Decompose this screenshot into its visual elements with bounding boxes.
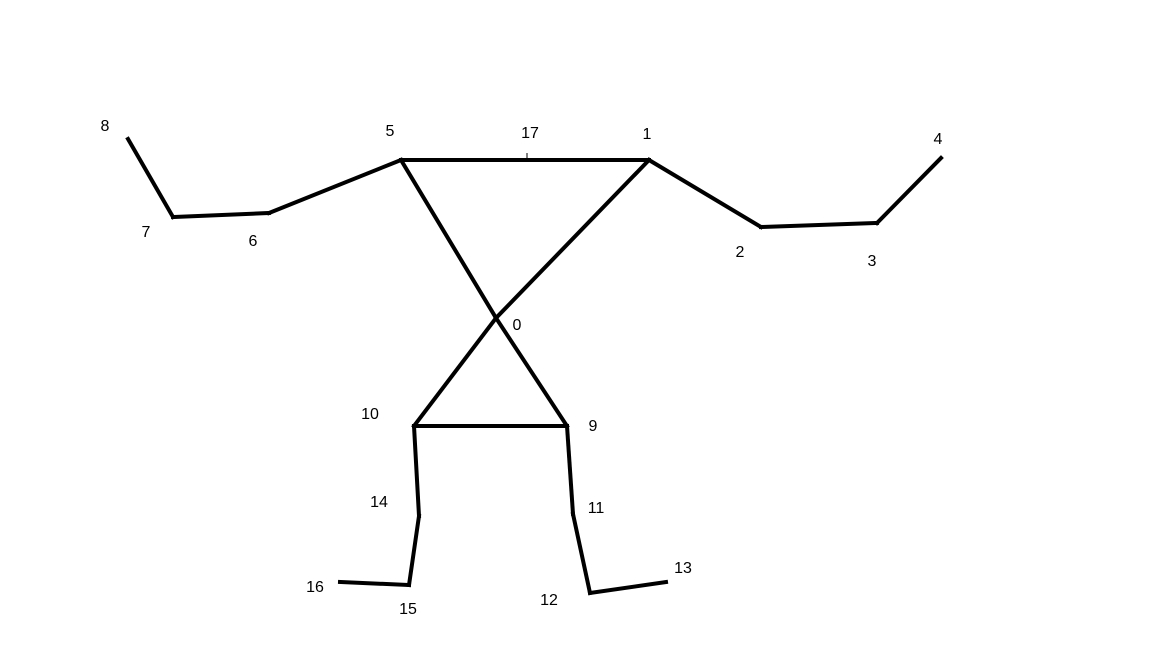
bone-0-9	[493, 315, 570, 429]
keypoint-label-11: 11	[588, 500, 605, 517]
keypoint-label-17: 17	[521, 125, 539, 142]
bone-0-10	[411, 315, 499, 429]
keypoint-label-13: 13	[674, 560, 692, 577]
keypoint-label-14: 14	[370, 494, 388, 511]
bone-1-0	[493, 157, 652, 321]
keypoint-label-1: 1	[643, 126, 652, 143]
keypoint-label-4: 4	[934, 131, 943, 148]
bone-15-16	[337, 579, 412, 588]
keypoint-label-16: 16	[306, 579, 324, 596]
bone-2-3	[758, 220, 880, 230]
keypoint-label-12: 12	[540, 592, 558, 609]
bone-6-7	[170, 210, 272, 220]
keypoint-label-7: 7	[142, 224, 151, 241]
keypoint-label-2: 2	[736, 244, 745, 261]
bone-10-14	[411, 423, 422, 519]
bone-1-2	[646, 157, 764, 230]
bone-5-6	[266, 157, 404, 216]
skeleton-bones	[125, 136, 944, 596]
bone-5-0	[398, 157, 499, 321]
bone-3-4	[874, 155, 944, 226]
keypoint-label-9: 9	[589, 418, 598, 435]
bone-12-13	[587, 579, 669, 596]
bone-14-15	[406, 513, 422, 588]
keypoint-label-3: 3	[868, 253, 877, 270]
bone-9-11	[564, 423, 576, 517]
keypoint-label-15: 15	[399, 601, 417, 618]
keypoint-label-10: 10	[361, 406, 379, 423]
bone-7-8	[125, 136, 176, 220]
keypoint-label-0: 0	[513, 317, 522, 334]
bone-11-12	[570, 511, 593, 596]
keypoint-label-8: 8	[101, 118, 110, 135]
keypoint-label-6: 6	[249, 233, 258, 250]
keypoint-label-5: 5	[386, 123, 395, 140]
